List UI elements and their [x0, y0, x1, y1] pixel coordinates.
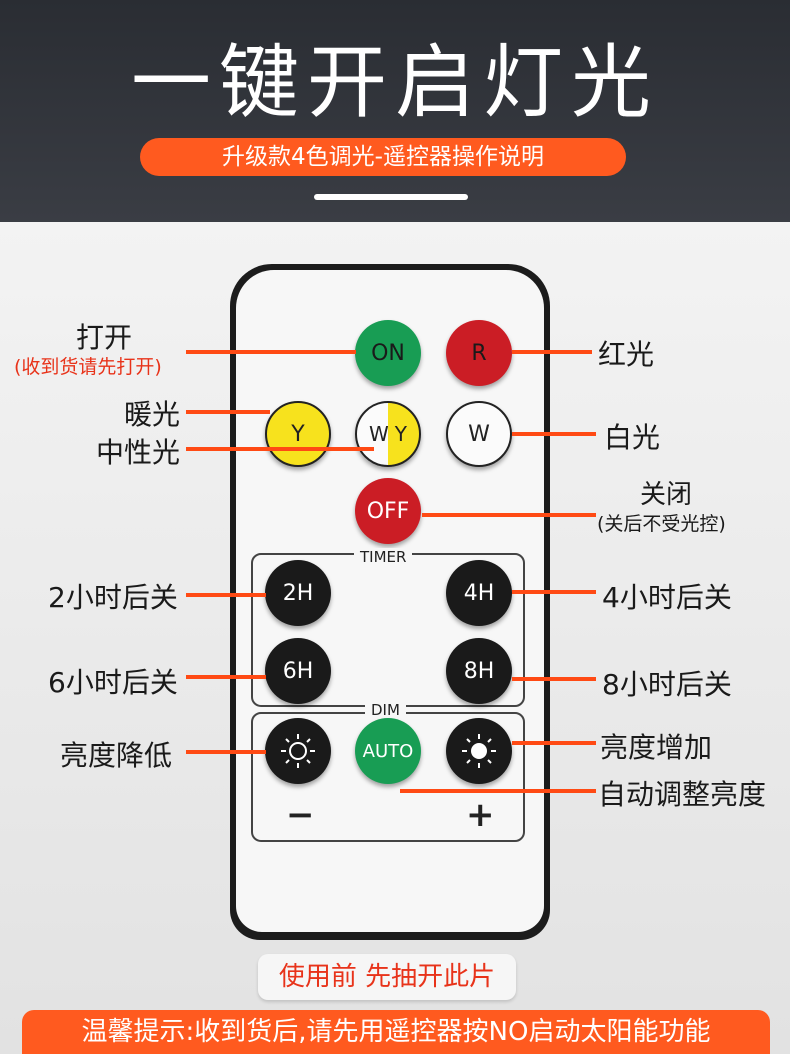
line-auto	[400, 789, 596, 793]
label-4h: 4小时后关	[602, 581, 732, 614]
neutral-light-button[interactable]: W Y	[355, 401, 421, 467]
timer-2h-label: 2H	[282, 580, 314, 606]
timer-4h-button[interactable]: 4H	[446, 560, 512, 626]
header-banner: 一键开启灯光 升级款4色调光-遥控器操作说明	[0, 0, 790, 222]
line-warm	[186, 410, 270, 414]
timer-group-label: TIMER	[354, 548, 413, 566]
auto-button-label: AUTO	[362, 740, 414, 762]
auto-button[interactable]: AUTO	[355, 718, 421, 784]
page-title: 一键开启灯光	[131, 36, 659, 129]
dim-down-button[interactable]	[265, 718, 331, 784]
timer-2h-button[interactable]: 2H	[265, 560, 331, 626]
neutral-w-label: W	[369, 422, 389, 446]
label-open-note: (收到货请先打开)	[14, 356, 162, 378]
pull-tab-notice: 使用前 先抽开此片	[258, 954, 516, 1000]
label-dim-down: 亮度降低	[60, 739, 173, 772]
timer-4h-label: 4H	[463, 580, 495, 606]
plus-sign: +	[466, 795, 495, 835]
dim-group-label: DIM	[365, 701, 406, 719]
line-8h	[512, 677, 596, 681]
label-red: 红光	[598, 338, 655, 371]
sun-filled-icon	[462, 734, 496, 768]
warm-button-label: Y	[291, 421, 305, 447]
white-button-label: W	[468, 421, 490, 447]
label-2h: 2小时后关	[48, 581, 178, 614]
line-close	[422, 513, 596, 517]
line-4h	[512, 590, 596, 594]
line-open	[186, 350, 356, 354]
minus-sign: −	[286, 795, 315, 835]
neutral-y-label: Y	[394, 422, 407, 446]
line-dim-down	[186, 750, 266, 754]
label-auto-adjust: 自动调整亮度	[598, 778, 767, 811]
red-light-button[interactable]: R	[446, 320, 512, 386]
label-dim-up: 亮度增加	[600, 731, 713, 764]
label-6h: 6小时后关	[48, 666, 178, 699]
line-6h	[186, 675, 266, 679]
timer-6h-button[interactable]: 6H	[265, 638, 331, 704]
label-neutral: 中性光	[96, 436, 181, 469]
label-8h: 8小时后关	[602, 668, 732, 701]
label-close: 关闭	[640, 480, 693, 510]
subtitle-pill: 升级款4色调光-遥控器操作说明	[140, 138, 626, 176]
label-warm: 暖光	[124, 398, 181, 431]
divider-bar	[314, 194, 468, 200]
on-button[interactable]: ON	[355, 320, 421, 386]
label-close-note: (关后不受光控)	[597, 513, 726, 535]
line-white	[512, 432, 596, 436]
off-button-label: OFF	[366, 498, 410, 524]
line-red	[512, 350, 592, 354]
red-button-label: R	[471, 340, 487, 366]
line-dim-up	[512, 741, 596, 745]
line-2h	[186, 593, 266, 597]
footer-tip: 温馨提示:收到货后,请先用遥控器按NO启动太阳能功能	[22, 1010, 770, 1054]
label-white: 白光	[604, 421, 661, 454]
timer-6h-label: 6H	[282, 658, 314, 684]
line-neutral	[186, 447, 374, 451]
timer-8h-button[interactable]: 8H	[446, 638, 512, 704]
off-button[interactable]: OFF	[355, 478, 421, 544]
label-open: 打开	[76, 321, 133, 354]
timer-8h-label: 8H	[463, 658, 495, 684]
sun-outline-icon	[281, 734, 315, 768]
dim-up-button[interactable]	[446, 718, 512, 784]
white-light-button[interactable]: W	[446, 401, 512, 467]
warm-light-button[interactable]: Y	[265, 401, 331, 467]
on-button-label: ON	[371, 340, 405, 366]
